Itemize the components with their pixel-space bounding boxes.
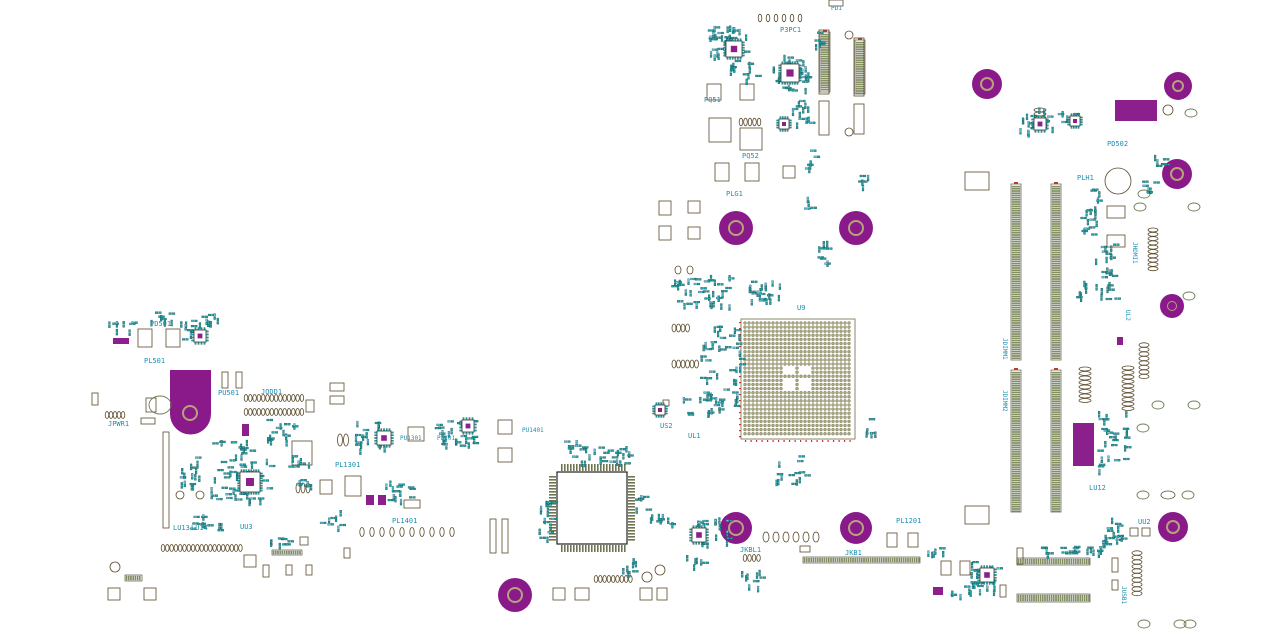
label-pd502: PD502 bbox=[1107, 140, 1128, 148]
mounting-hole-pad bbox=[170, 370, 211, 435]
mounting-hole bbox=[840, 512, 872, 544]
mounting-hole bbox=[498, 578, 532, 612]
qfn-chips bbox=[191, 38, 1083, 585]
label-p3pc1: P3PC1 bbox=[780, 26, 801, 34]
label-jhdmi1: JHDMI1 bbox=[1131, 242, 1138, 264]
label-pl101: PL101 bbox=[437, 435, 455, 442]
label-pu1401: PU1401 bbox=[522, 427, 544, 434]
label-uu2: UU2 bbox=[1138, 518, 1151, 526]
qfp-controller-chip bbox=[549, 464, 635, 552]
label-us2: US2 bbox=[660, 422, 673, 430]
label-jdimm1: JDIMM1 bbox=[1001, 338, 1008, 360]
label-pl1301: PL1301 bbox=[335, 461, 360, 469]
component-outlines bbox=[91, 0, 1174, 601]
label-pu501: PU501 bbox=[218, 389, 239, 397]
oval-pads bbox=[104, 13, 1201, 629]
label-jusb1: JUSB1 bbox=[1120, 586, 1127, 604]
label-lu13: LU13 bbox=[173, 524, 190, 532]
long-connectors bbox=[124, 549, 1091, 603]
label-jodd1: JODD1 bbox=[261, 388, 282, 396]
mounting-hole bbox=[1162, 159, 1192, 189]
label-jdimm2: JDIMM2 bbox=[1001, 390, 1008, 412]
dimm-slots bbox=[819, 30, 1062, 513]
label-pd501: PD501 bbox=[150, 320, 171, 328]
mounting-hole bbox=[839, 211, 873, 245]
label-uu3: UU3 bbox=[240, 523, 253, 531]
mounting-hole bbox=[972, 69, 1002, 99]
label-lu14: LU14 bbox=[191, 524, 208, 532]
label-jkb1: JKB1 bbox=[845, 549, 862, 557]
label-pl1401: PL1401 bbox=[392, 517, 417, 525]
mounting-hole bbox=[719, 211, 753, 245]
label-u9: U9 bbox=[797, 304, 805, 312]
label-plh1: PLH1 bbox=[1077, 174, 1094, 182]
label-pu1301: PU1301 bbox=[400, 435, 422, 442]
label-jpwr1: JPWR1 bbox=[108, 420, 129, 428]
label-pq51: PQ51 bbox=[704, 96, 721, 104]
label-pl501: PL501 bbox=[144, 357, 165, 365]
mounting-hole bbox=[1160, 294, 1184, 318]
cpu-bga-package bbox=[739, 318, 856, 442]
reference-labels: P3PC1 PD1 PQ51 PQ52 PLG1 PL501 PD501 PU5… bbox=[108, 5, 1151, 604]
label-pl1201: PL1201 bbox=[896, 517, 921, 525]
label-pq52: PQ52 bbox=[742, 152, 759, 160]
label-pd1: PD1 bbox=[831, 5, 842, 12]
label-ul1: UL1 bbox=[688, 432, 701, 440]
label-lu12: LU12 bbox=[1089, 484, 1106, 492]
mounting-holes bbox=[170, 69, 1192, 612]
label-ul2: UL2 bbox=[1124, 310, 1131, 321]
smd-pad-clusters bbox=[108, 25, 1171, 601]
label-plg1: PLG1 bbox=[726, 190, 743, 198]
label-jkbl1: JKBL1 bbox=[740, 546, 761, 554]
mounting-hole bbox=[720, 512, 752, 544]
mounting-hole bbox=[1158, 512, 1188, 542]
mounting-hole bbox=[1164, 72, 1192, 100]
